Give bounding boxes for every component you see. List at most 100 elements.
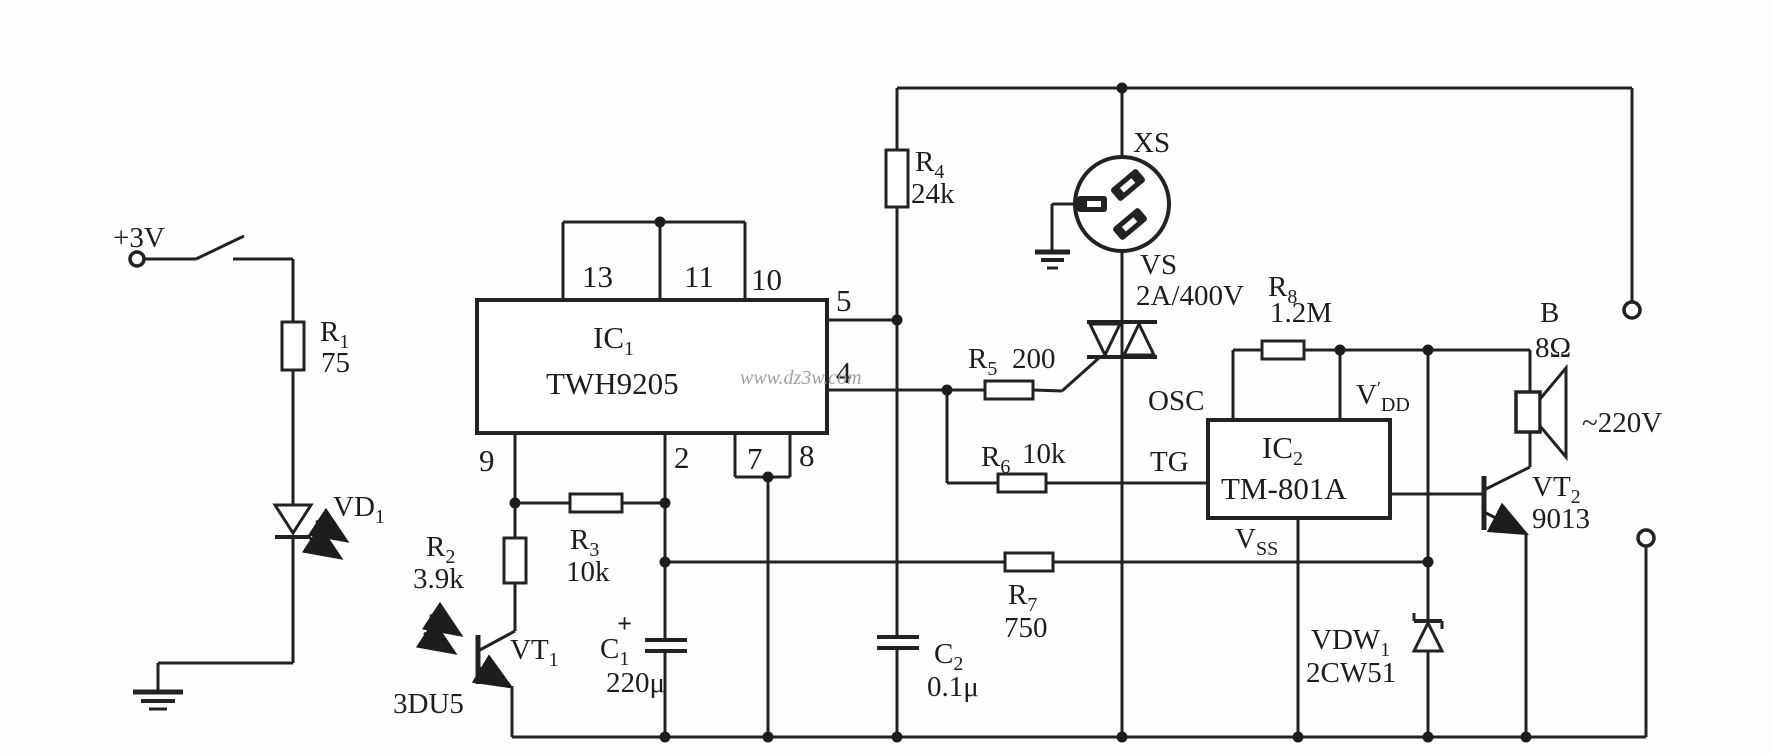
junction — [891, 314, 903, 326]
watermark: www.dz3w.com — [740, 367, 862, 389]
triac-triangle — [1087, 322, 1123, 359]
resistor-r5 — [983, 379, 1035, 401]
ic2-vdd-label: V′DD — [1356, 378, 1410, 416]
ic1-pin11: 11 — [684, 259, 714, 294]
resistor-r3 — [568, 492, 624, 514]
ic1-pin7: 7 — [747, 441, 763, 476]
junction — [659, 731, 671, 743]
triac-gate — [1060, 355, 1102, 393]
socket-slot — [1111, 169, 1145, 201]
ic2-vss-label: VSS — [1235, 523, 1278, 560]
mains-label: ~220V — [1582, 407, 1662, 439]
junction — [1116, 731, 1128, 743]
mains-terminal — [1636, 528, 1656, 548]
ic1-block — [475, 220, 947, 737]
vdw1-label: VDW1 — [1311, 624, 1390, 661]
ic2-label: IC2 — [1262, 430, 1303, 470]
r4-value: 24k — [911, 178, 955, 210]
vdw1-part: 2CW51 — [1306, 657, 1396, 689]
r2-label: R2 — [426, 531, 455, 568]
speaker-icon — [1514, 390, 1542, 434]
socket-xs — [1035, 88, 1171, 270]
switch-arm — [195, 234, 245, 261]
ic2-wires — [1231, 339, 1530, 737]
speaker-label: B — [1540, 297, 1559, 329]
ic1-pin4: 4 — [836, 355, 852, 390]
ic1-pin5: 5 — [836, 283, 852, 318]
junction — [941, 384, 953, 396]
c2-label: C2 — [934, 638, 963, 675]
slot-gap — [1087, 201, 1101, 207]
speaker-cone — [1538, 363, 1568, 462]
input-stage — [415, 492, 687, 737]
c2-value: 0.1μ — [927, 671, 979, 703]
resistor-r2 — [502, 536, 528, 585]
vs-label: VS — [1140, 249, 1177, 281]
r6-value: 10k — [1022, 438, 1066, 470]
ic1-part: TWH9205 — [546, 366, 679, 401]
vd1-label: VD1 — [333, 491, 385, 528]
r7-label: R7 — [1008, 579, 1037, 616]
junction — [1422, 556, 1434, 568]
r2-value: 3.9k — [413, 563, 464, 595]
ic1-pin2: 2 — [674, 440, 690, 475]
xs-label: XS — [1133, 127, 1170, 159]
r5-label: R5 — [968, 343, 997, 380]
vt1-part: 3DU5 — [393, 688, 464, 720]
r8-value: 1.2M — [1270, 297, 1332, 329]
ic2-osc-label: OSC — [1148, 385, 1204, 417]
ic2-body — [1206, 418, 1392, 520]
triac-vs — [1060, 251, 1157, 737]
gate-network — [665, 379, 1428, 573]
r4-c2-branch — [877, 86, 1632, 737]
junction — [659, 497, 671, 509]
vt2-label: VT2 — [1532, 471, 1581, 508]
slot-gap — [1119, 178, 1136, 193]
ic1-label: IC1 — [593, 320, 634, 360]
photo-arrow — [415, 619, 458, 655]
junction — [1292, 731, 1304, 743]
r3-label: R3 — [570, 524, 599, 561]
r8-label: R8 — [1268, 271, 1297, 308]
vt2-collector — [1483, 465, 1531, 492]
vt2-emitter — [1483, 502, 1530, 536]
ic2-block — [1206, 339, 1530, 737]
left-branch-wires — [128, 234, 350, 711]
photo-arrow — [421, 601, 464, 637]
r4-label: R4 — [915, 146, 944, 183]
speaker-impedance: 8Ω — [1535, 332, 1571, 364]
junction — [1422, 731, 1434, 743]
led-emission-arrow — [301, 524, 344, 560]
c1-value: 220μ — [606, 667, 665, 699]
junction — [654, 216, 666, 228]
ic1-pin10: 10 — [751, 262, 782, 297]
resistor-r8 — [1260, 339, 1306, 361]
output-stage — [512, 88, 1656, 739]
junction — [1116, 82, 1128, 94]
r5-value: 200 — [1012, 343, 1056, 375]
r3-value: 10k — [566, 556, 610, 588]
ic1-pin-wires — [513, 220, 947, 737]
r1-value: 75 — [321, 347, 350, 379]
r1-label: R1 — [320, 316, 349, 353]
wire — [1032, 388, 1063, 393]
junction — [1334, 344, 1346, 356]
resistor-r1 — [280, 320, 306, 372]
c1-label: C1 — [600, 633, 629, 670]
vs-rating: 2A/400V — [1136, 280, 1244, 312]
junction — [891, 731, 903, 743]
led-vd1-triangle — [272, 503, 314, 536]
vt2-part: 9013 — [1532, 503, 1590, 535]
ic2-tg-label: TG — [1150, 446, 1189, 478]
junction — [762, 471, 774, 483]
ic1-pin8: 8 — [799, 438, 815, 473]
ic2-part: TM-801A — [1221, 471, 1347, 506]
zener-triangle — [1411, 619, 1445, 653]
resistor-r7 — [1003, 551, 1055, 573]
led-emission-arrow — [307, 507, 350, 543]
socket-ground — [1035, 202, 1077, 270]
socket-slot — [1113, 208, 1147, 240]
junction — [762, 731, 774, 743]
